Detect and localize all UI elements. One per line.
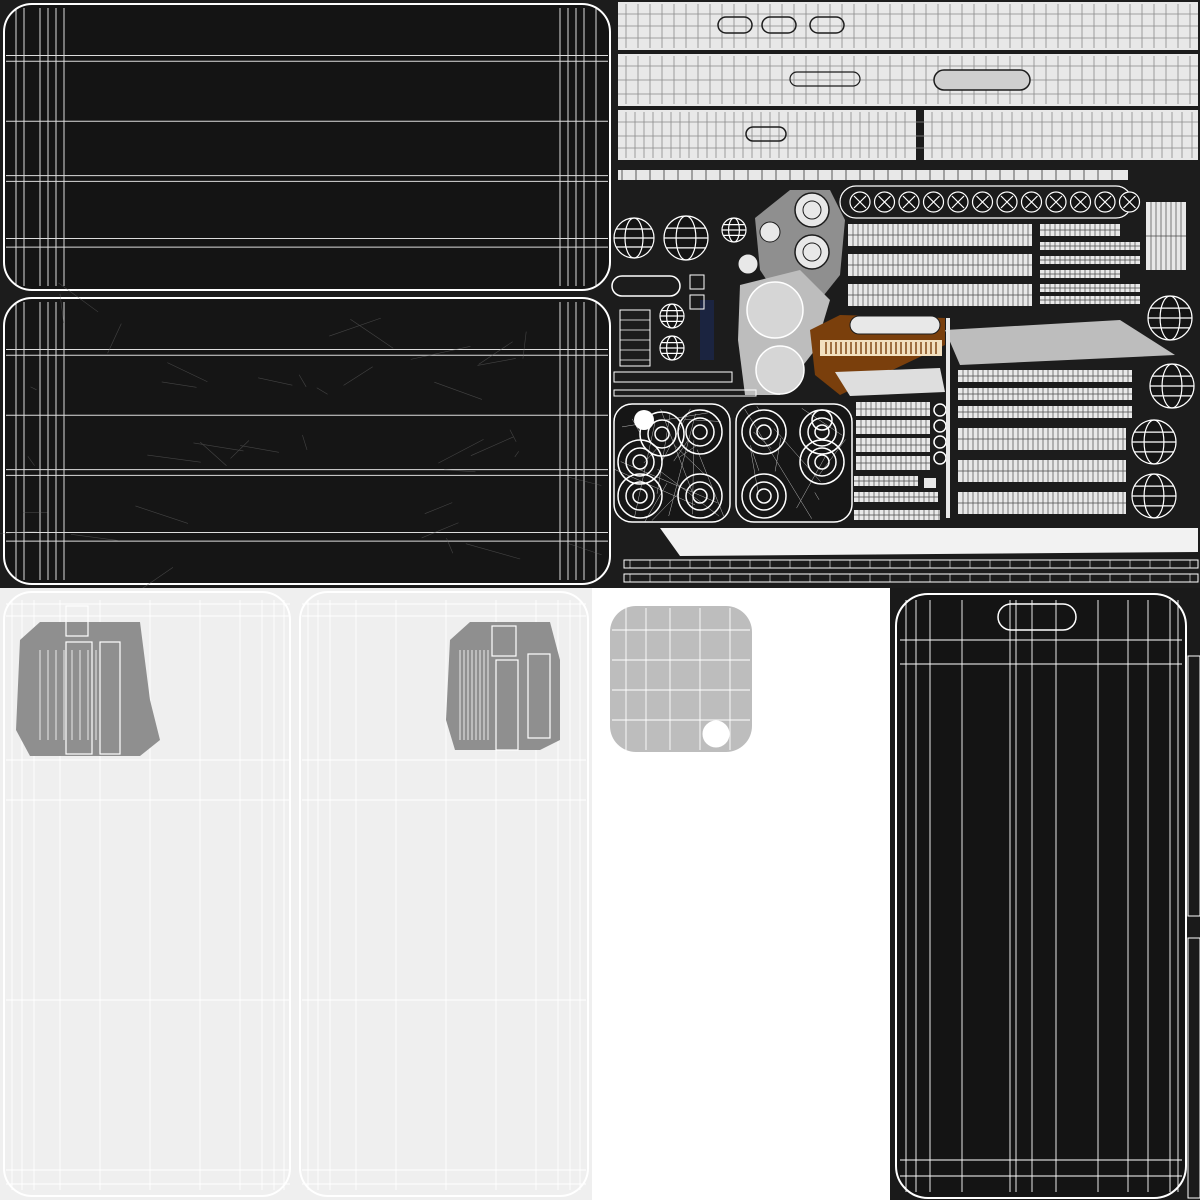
light-panel-left [0,588,296,1200]
thin-strip-row [618,170,1128,180]
dark-panel-upper [4,4,610,290]
bar [946,318,950,518]
strip-islands [618,2,1198,160]
bar [924,478,936,488]
light-panel-right [296,588,592,1200]
front-screen [890,588,1200,1200]
dark-panel-lower [0,283,610,589]
white-area [592,588,890,1200]
